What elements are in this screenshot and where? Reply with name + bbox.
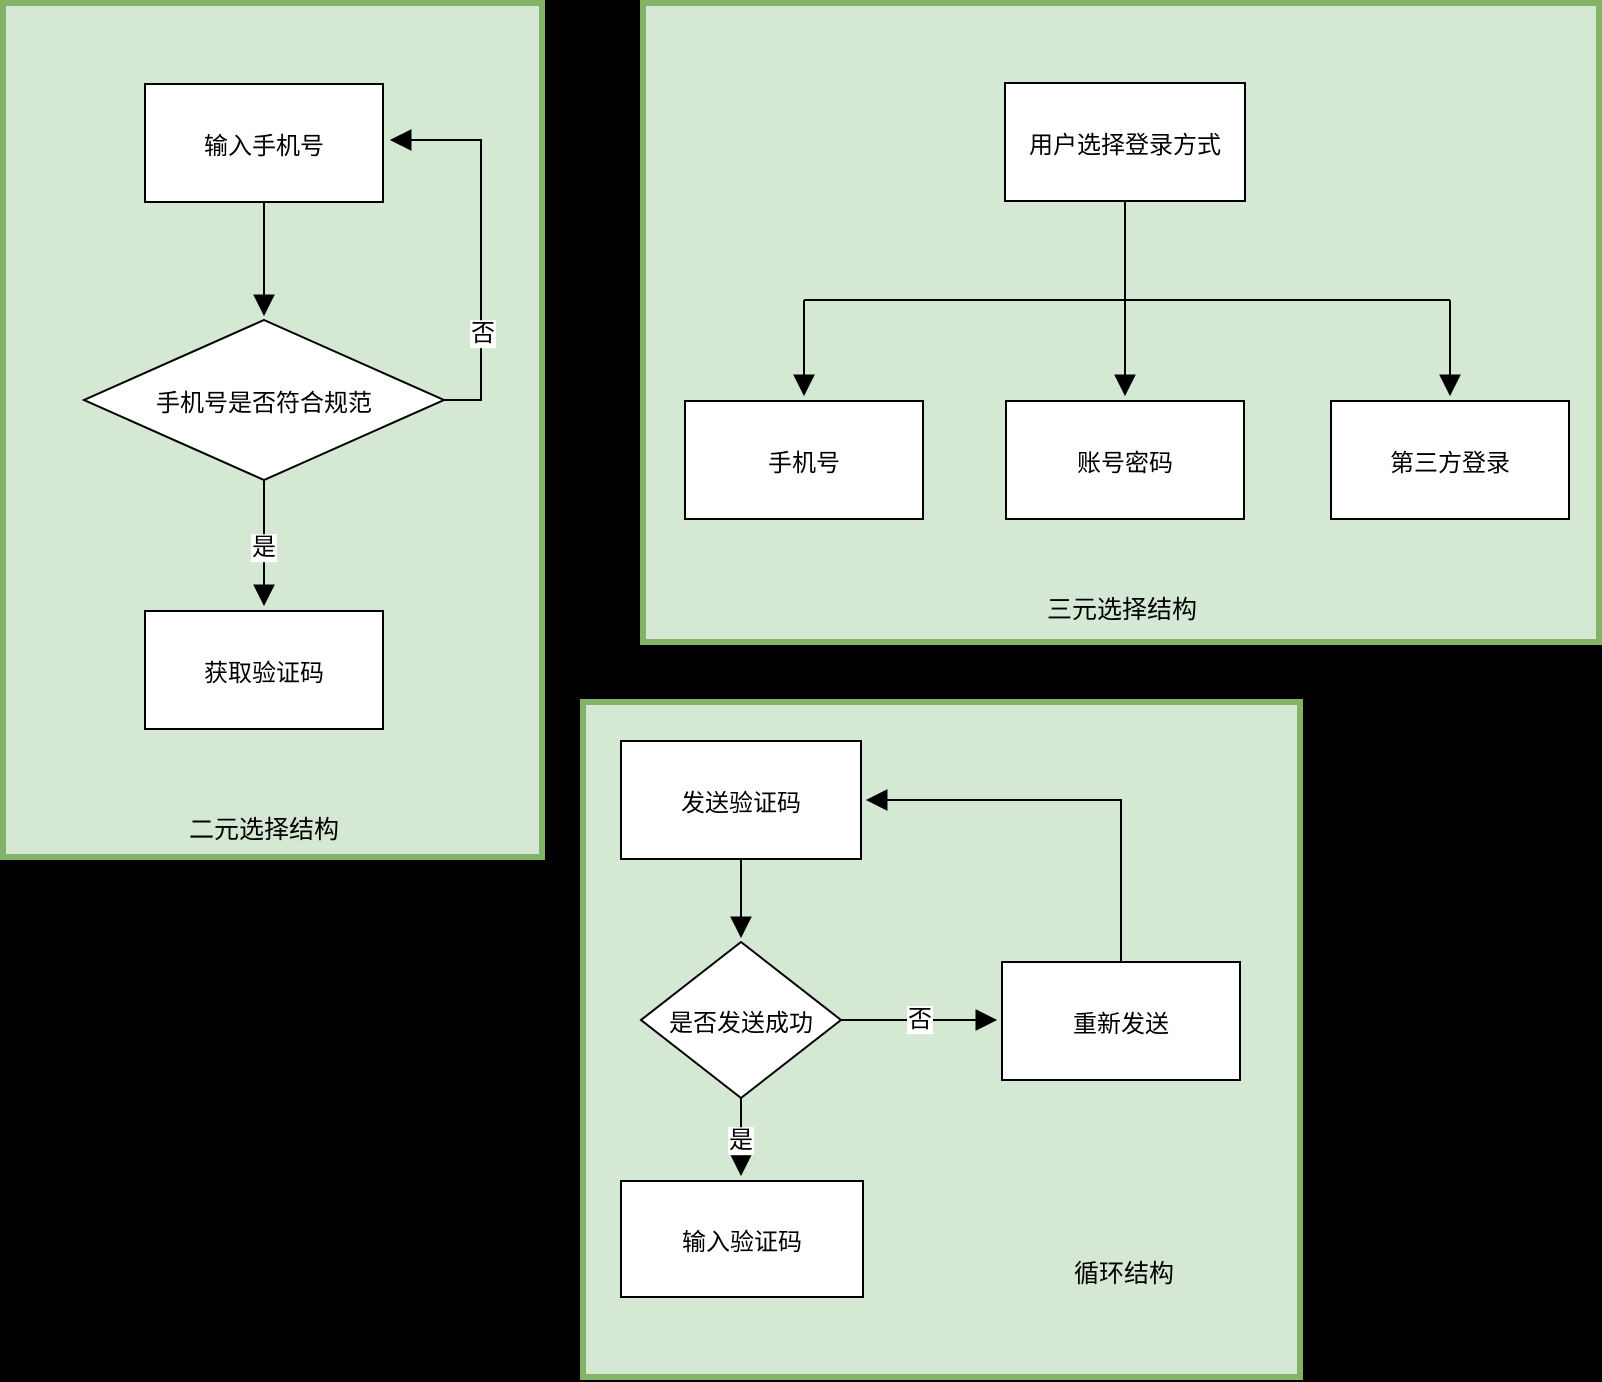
node-get-code-label: 获取验证码 xyxy=(204,659,324,687)
node-enter-code-label: 输入验证码 xyxy=(682,1228,802,1256)
edge-label-yes-binary: 是 xyxy=(251,534,277,562)
node-input-phone[interactable]: 输入手机号 xyxy=(144,83,384,203)
node-third-party[interactable]: 第三方登录 xyxy=(1330,400,1570,520)
node-enter-code[interactable]: 输入验证码 xyxy=(620,1180,864,1298)
caption-loop: 循环结构 xyxy=(1073,1260,1175,1288)
caption-ternary: 三元选择结构 xyxy=(1046,596,1198,624)
caption-binary: 二元选择结构 xyxy=(188,816,340,844)
node-phone-label: 手机号 xyxy=(768,449,840,477)
edge-label-yes-loop: 是 xyxy=(728,1127,754,1155)
node-third-party-label: 第三方登录 xyxy=(1390,449,1510,477)
node-input-phone-label: 输入手机号 xyxy=(204,132,324,160)
node-resend[interactable]: 重新发送 xyxy=(1001,961,1241,1081)
node-check-phone-label-wrap: 手机号是否符合规范 xyxy=(84,370,444,430)
node-send-success-label: 是否发送成功 xyxy=(669,1009,813,1037)
node-send-success-label-wrap: 是否发送成功 xyxy=(651,990,831,1050)
edge-label-no-loop: 否 xyxy=(907,1006,933,1034)
node-phone[interactable]: 手机号 xyxy=(684,400,924,520)
edge-label-no-binary: 否 xyxy=(470,320,496,348)
node-resend-label: 重新发送 xyxy=(1073,1010,1169,1038)
node-choose-login[interactable]: 用户选择登录方式 xyxy=(1004,82,1246,202)
node-get-code[interactable]: 获取验证码 xyxy=(144,610,384,730)
node-send-code-label: 发送验证码 xyxy=(681,789,801,817)
node-send-code[interactable]: 发送验证码 xyxy=(620,740,862,860)
node-account-password-label: 账号密码 xyxy=(1077,449,1173,477)
node-check-phone-label: 手机号是否符合规范 xyxy=(156,389,372,417)
node-account-password[interactable]: 账号密码 xyxy=(1005,400,1245,520)
node-choose-login-label: 用户选择登录方式 xyxy=(1029,131,1221,159)
